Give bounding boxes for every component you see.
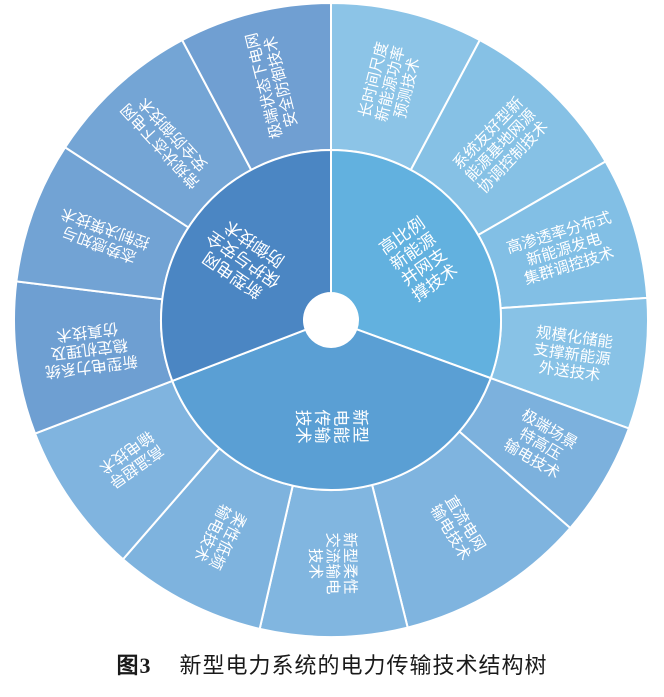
inner-sector-transmission <box>170 327 493 491</box>
figure-number: 图3 <box>116 653 152 678</box>
figure-title: 新型电力系统的电力传输技术结构树 <box>179 654 548 679</box>
center-hole <box>304 293 358 347</box>
outer-label-transmission-2: 新型柔性交流输电技术 <box>306 532 359 594</box>
sunburst-diagram: 长时间尺度新能源功率预测技术系统友好型新能源基地网源协调控制技术高渗透率分布式新… <box>13 1 649 638</box>
inner-label-transmission: 新型电能传输技术 <box>292 409 369 444</box>
outer-label-grid-support-3: 规模化储能支撑新能源外送技术 <box>530 323 614 386</box>
outer-label-protection-0: 新型电力系统稳定机理及仿真技术 <box>40 317 139 381</box>
figure-caption: 图3 新型电力系统的电力传输技术结构树 <box>0 648 664 680</box>
sunburst-svg: 长时间尺度新能源功率预测技术系统友好型新能源基地网源协调控制技术高渗透率分布式新… <box>13 1 649 638</box>
